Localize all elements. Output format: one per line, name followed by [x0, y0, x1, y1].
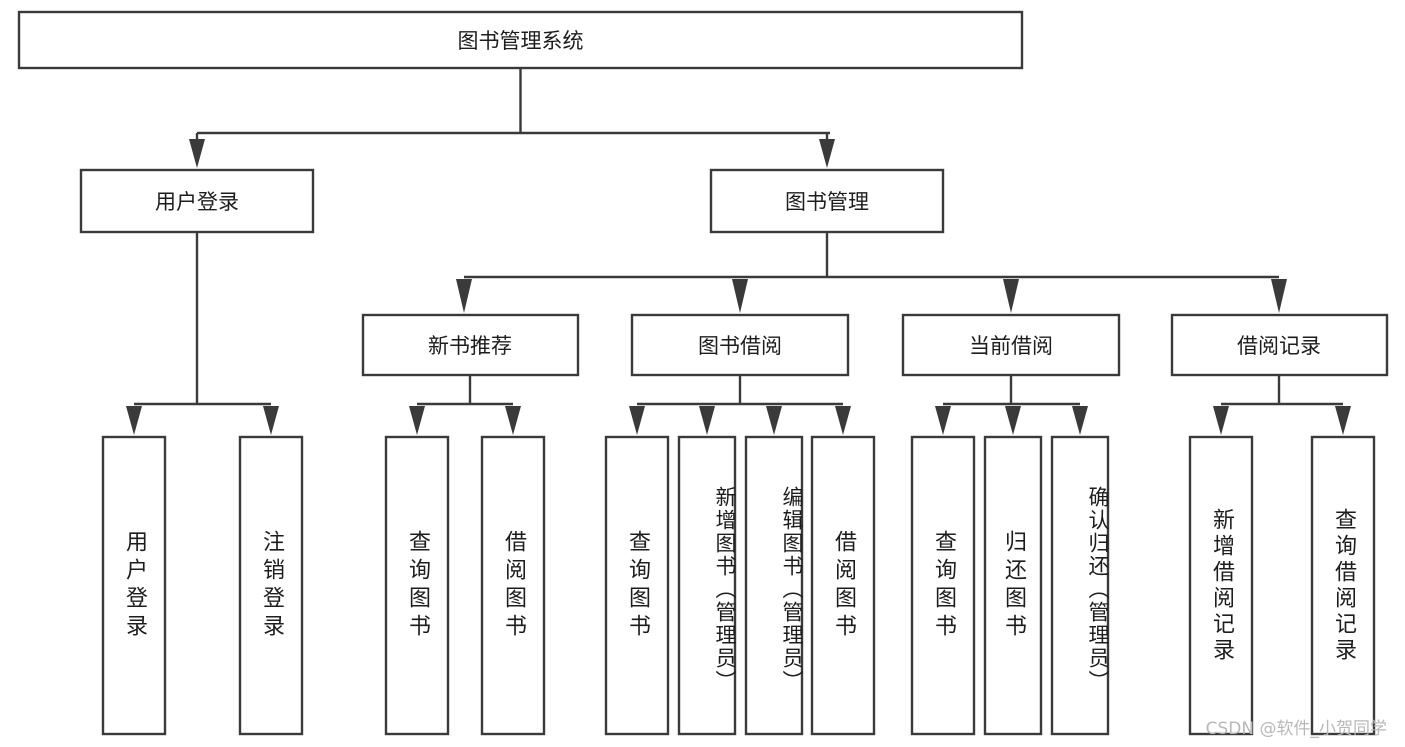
- node-current-borrow[interactable]: 当前借阅: [901, 313, 1121, 377]
- arrow-book-borrow-leaf2-icon: [699, 406, 715, 435]
- node-leaf-borrow-book-b-box[interactable]: [810, 435, 876, 736]
- node-leaf-borrow-book-rec-box[interactable]: [480, 435, 546, 736]
- node-borrow-record[interactable]: 借阅记录: [1170, 313, 1389, 377]
- arrow-to-current-borrow-icon: [1003, 279, 1019, 313]
- arrow-current-borrow-leaf3-icon: [1072, 406, 1088, 435]
- arrow-borrow-record-leaf2-icon: [1335, 406, 1351, 435]
- node-book-borrow-label: 图书借阅: [698, 334, 782, 358]
- node-current-borrow-box[interactable]: [901, 313, 1121, 377]
- leaf-layer: [101, 435, 1376, 736]
- arrow-user-login-leaf2-icon: [263, 406, 279, 435]
- arrow-book-borrow-leaf4-icon: [835, 406, 851, 435]
- arrow-to-book-borrow-icon: [732, 279, 748, 313]
- node-leaf-add-book-box[interactable]: [677, 435, 737, 736]
- node-leaf-query-book-c-box[interactable]: [910, 435, 976, 736]
- node-leaf-query-book-rec-box[interactable]: [384, 435, 450, 736]
- node-leaf-user-logout-box[interactable]: [238, 435, 304, 736]
- node-borrow-record-box[interactable]: [1170, 313, 1389, 377]
- node-book-borrow-box[interactable]: [630, 313, 850, 377]
- arrow-current-borrow-leaf2-icon: [1005, 406, 1021, 435]
- node-user-login[interactable]: 用户登录: [79, 168, 315, 234]
- node-book-manage-box[interactable]: [709, 168, 945, 234]
- arrow-to-borrow-record-icon: [1271, 279, 1287, 313]
- node-book-borrow[interactable]: 图书借阅: [630, 313, 850, 377]
- node-root[interactable]: 图书管理系统: [17, 10, 1024, 70]
- node-borrow-record-label: 借阅记录: [1237, 334, 1321, 358]
- node-current-borrow-label: 当前借阅: [969, 334, 1053, 358]
- node-leaf-edit-book-box[interactable]: [744, 435, 804, 736]
- node-book-manage-label: 图书管理: [785, 190, 869, 214]
- node-new-book-rec[interactable]: 新书推荐: [361, 313, 580, 377]
- node-new-book-rec-label: 新书推荐: [428, 334, 512, 358]
- node-new-book-rec-box[interactable]: [361, 313, 580, 377]
- node-leaf-user-login-box[interactable]: [101, 435, 167, 736]
- arrow-new-book-rec-leaf2-icon: [505, 406, 521, 435]
- arrow-book-borrow-leaf1-icon: [629, 406, 645, 435]
- arrow-user-login-leaf1-icon: [126, 406, 142, 435]
- arrow-to-new-book-rec-icon: [456, 279, 472, 313]
- node-leaf-query-record-box[interactable]: [1310, 435, 1376, 736]
- arrow-root-to-user-login-icon: [189, 139, 205, 168]
- arrow-current-borrow-leaf1-icon: [935, 406, 951, 435]
- arrow-root-to-book-manage-icon: [819, 139, 835, 168]
- node-leaf-confirm-return-box[interactable]: [1050, 435, 1110, 736]
- node-root-box[interactable]: [17, 10, 1024, 70]
- arrow-new-book-rec-leaf1-icon: [409, 406, 425, 435]
- node-leaf-return-book-box[interactable]: [983, 435, 1043, 736]
- arrow-book-borrow-leaf3-icon: [766, 406, 782, 435]
- node-user-login-box[interactable]: [79, 168, 315, 234]
- node-root-label: 图书管理系统: [458, 29, 584, 53]
- node-leaf-query-book-b-box[interactable]: [604, 435, 670, 736]
- node-user-login-label: 用户登录: [155, 190, 239, 214]
- node-book-manage[interactable]: 图书管理: [709, 168, 945, 234]
- arrow-borrow-record-leaf1-icon: [1213, 406, 1229, 435]
- connector-layer: [126, 68, 1351, 435]
- node-leaf-add-record-box[interactable]: [1188, 435, 1254, 736]
